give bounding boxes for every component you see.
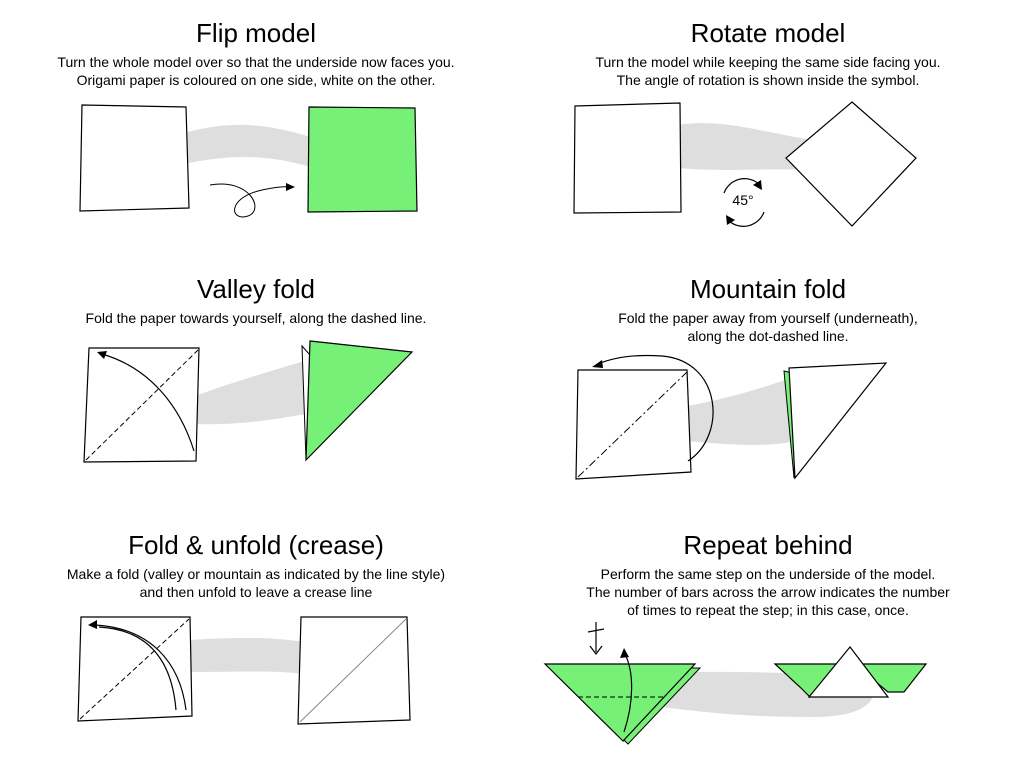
transition-shadow-band [687,371,812,445]
transition-shadow-band [188,637,305,674]
description-line: Make a fold (valley or mountain as indic… [66,566,446,582]
panel-title: Rotate model [690,18,846,48]
description-line: Fold the paper away from yourself (under… [618,310,918,326]
description-line: Turn the model while keeping the same si… [595,54,941,70]
panel-title: Mountain fold [689,274,847,304]
panel-title: Valley fold [196,274,316,304]
flip-model-diagram [79,104,418,218]
repeat-arrow-head [589,645,603,655]
panel-title: Flip model [196,18,316,48]
panel-mountain-fold: Mountain fold Fold the paper away from y… [512,256,1024,512]
flip-arrowhead [286,183,295,191]
paper-green-triangle [305,340,414,462]
paper-white-triangle [807,646,890,698]
fold-arrow [94,624,187,711]
description-line: The number of bars across the arrow indi… [586,584,950,600]
fold-arrowhead [592,360,603,368]
panel-title: Fold & unfold (crease) [128,530,384,560]
rotate-arrowhead-lower [726,215,735,225]
panel-description: Turn the model while keeping the same si… [512,53,1024,89]
description-line: Turn the whole model over so that the un… [57,54,455,70]
rotate-symbol: 45° [723,178,765,227]
mountain-fold-diagram [575,354,888,480]
rotate-arrow-upper [723,178,760,194]
description-line: Perform the same step on the underside o… [600,566,936,582]
paper-white-square [79,104,190,212]
fold-unfold-diagram [77,616,411,725]
paper-white-square [83,347,200,463]
description-line: along the dot-dashed line. [687,328,849,344]
description-line: Fold the paper towards yourself, along t… [85,310,427,326]
paper-rotated-square [785,101,917,227]
rotate-model-diagram: 45° [573,101,917,227]
fold-arrow [597,354,714,462]
repeat-behind-diagram [543,622,928,745]
unfold-arrow [98,626,177,711]
panel-rotate-model: Rotate model Turn the model while keepin… [512,0,1024,256]
paper-green-triangle-front [543,663,697,742]
panel-fold-unfold: Fold & unfold (crease) Make a fold (vall… [0,512,512,768]
valley-fold-dashed-line [79,618,190,720]
fold-arrowhead [88,620,97,629]
valley-fold-diagram [83,340,414,463]
fold-arrowhead [620,648,629,658]
paper-white-square [573,102,682,214]
description-line: The angle of rotation is shown inside th… [616,72,920,88]
description-line: and then unfold to leave a crease line [139,584,373,600]
panel-valley-fold: Valley fold Fold the paper towards yours… [0,256,512,512]
transition-shadow-band [195,356,325,425]
flip-arrow [209,183,291,218]
panel-title: Repeat behind [683,530,853,560]
description-line: Origami paper is coloured on one side, w… [76,72,436,88]
transition-shadow-band [677,123,812,170]
mountain-fold-dot-dashed-line [577,371,688,478]
panel-flip-model: Flip model Turn the whole model over so … [0,0,512,256]
transition-shadow-band [150,124,320,172]
repeat-behind-symbol [587,622,605,655]
panel-description: Turn the whole model over so that the un… [0,53,512,89]
panel-description: Fold the paper away from yourself (under… [512,309,1024,345]
paper-white-triangle [788,362,888,480]
panel-repeat-behind: Repeat behind Perform the same step on t… [512,512,1024,768]
description-line: of times to repeat the step; in this cas… [627,602,909,618]
rotate-arrowhead-upper [753,180,762,190]
rotate-arrow-lower [728,211,765,227]
crease-line [299,618,407,723]
valley-fold-dashed-line [85,349,199,461]
fold-arrow [101,353,195,452]
panel-description: Perform the same step on the underside o… [512,565,1024,619]
fold-arrow [623,653,633,733]
panel-description: Make a fold (valley or mountain as indic… [0,565,512,601]
rotation-angle-label: 45° [732,192,753,208]
repeat-count-bar [587,628,605,633]
paper-green-square [307,106,418,213]
fold-arrowhead [97,351,107,359]
panel-description: Fold the paper towards yourself, along t… [0,309,512,327]
